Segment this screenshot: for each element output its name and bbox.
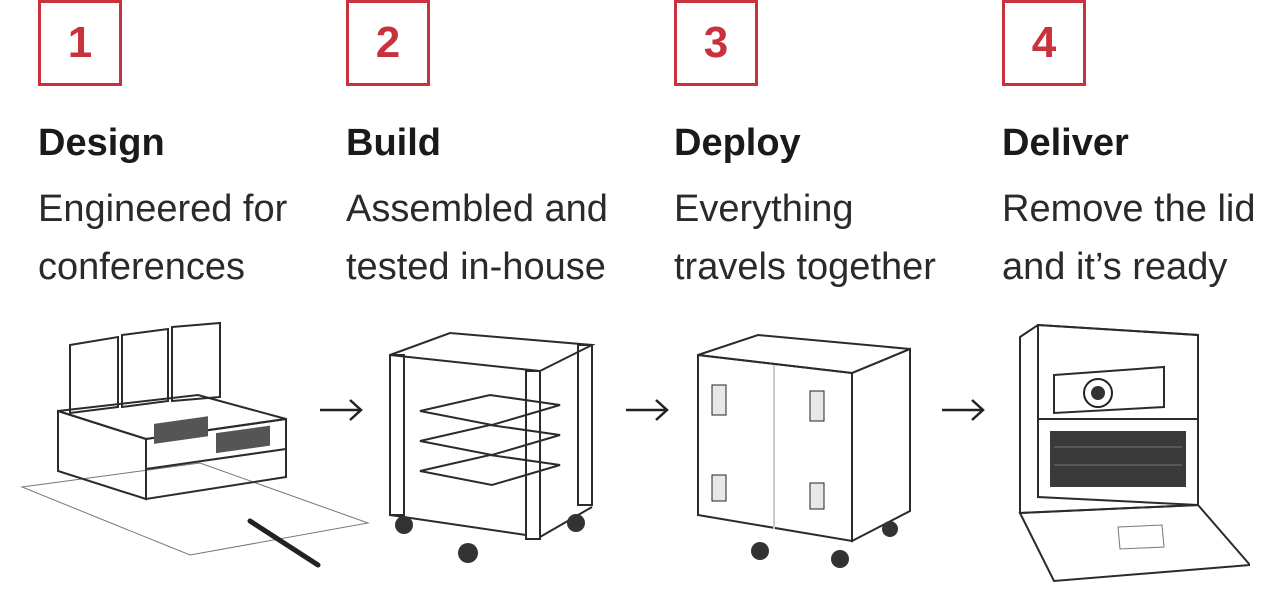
step-description-line: Engineered for bbox=[38, 188, 288, 230]
step-title: Design bbox=[38, 122, 165, 164]
step-description: Engineered for conferences bbox=[38, 180, 287, 296]
step-description-line: Everything bbox=[674, 188, 854, 230]
step-description-line: conferences bbox=[38, 246, 246, 288]
step-title: Deliver bbox=[1002, 122, 1129, 164]
road-case-sketch bbox=[697, 333, 911, 568]
step-description: Remove the lid and it’s ready bbox=[1002, 180, 1255, 296]
step-title: Deploy bbox=[674, 122, 801, 164]
conference-desk-sketch bbox=[20, 321, 370, 568]
step-number-badge: 2 bbox=[346, 0, 430, 86]
step-title: Build bbox=[346, 122, 441, 164]
step-number-badge: 1 bbox=[38, 0, 122, 86]
step-description-line: Assembled and bbox=[346, 188, 608, 230]
step-number-badge: 4 bbox=[1002, 0, 1086, 86]
step-description-line: Remove the lid bbox=[1002, 188, 1256, 230]
step-description-line: and it’s ready bbox=[1002, 246, 1228, 288]
step-description-line: tested in-house bbox=[346, 246, 606, 288]
step-description: Everything travels together bbox=[674, 180, 936, 296]
open-case-projector-sketch bbox=[1018, 323, 1250, 583]
step-description-line: travels together bbox=[674, 246, 936, 288]
right-arrow-icon bbox=[320, 399, 363, 421]
rack-frame-sketch bbox=[389, 331, 596, 563]
right-arrow-icon bbox=[942, 399, 985, 421]
right-arrow-icon bbox=[626, 399, 669, 421]
step-number-badge: 3 bbox=[674, 0, 758, 86]
step-description: Assembled and tested in-house bbox=[346, 180, 608, 296]
